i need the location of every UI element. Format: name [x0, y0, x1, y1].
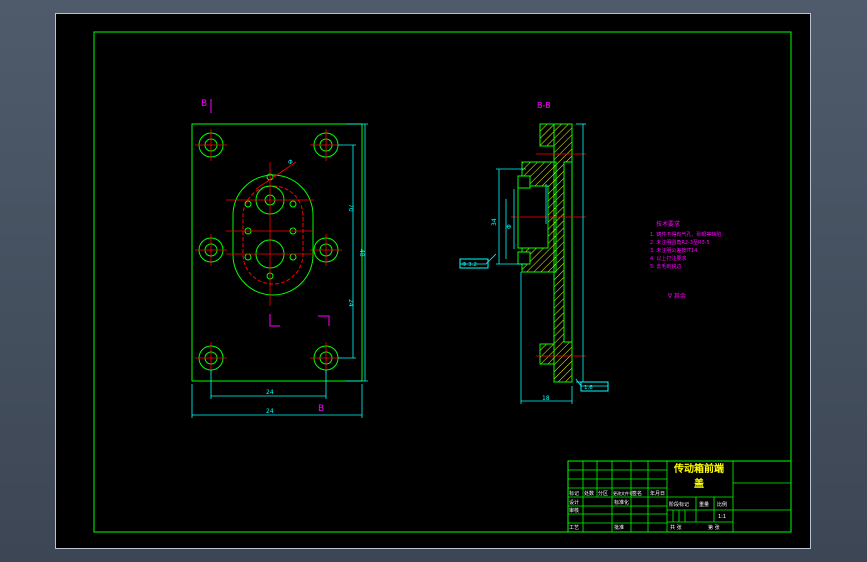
ratio-label: 比例	[717, 501, 727, 508]
tech-line-4: 4. 以上打注要求	[650, 255, 686, 262]
row-label-review: 审核	[569, 507, 579, 514]
dim-front-width: 24	[266, 389, 274, 396]
section-view[interactable]: B-B	[459, 101, 609, 404]
section-marker-bottom: B	[318, 404, 324, 414]
tech-line-1: 1. 铸件不得有气孔、砂眼等缺陷	[650, 231, 721, 238]
header-cell-mark: 标记	[569, 490, 579, 497]
leader-label: Φ	[288, 159, 293, 166]
part-name-line1: 传动箱前端	[673, 462, 724, 475]
tech-heading: 技术要求	[656, 220, 680, 228]
surface-finish-note: ∇ 其余	[667, 292, 686, 300]
dim-front-overall: 24	[266, 408, 274, 415]
stage-label: 阶段标记	[669, 501, 689, 508]
dim-front-overall-height: 48	[358, 249, 365, 257]
header-cell-docno: 更改文件号	[613, 490, 633, 496]
dim-front-height: 70	[347, 204, 354, 212]
dim-side-height: 34	[491, 218, 498, 226]
part-name-line2: 盖	[694, 477, 704, 490]
tech-line-2: 2. 未注明圆角R2-3至R3-5	[650, 239, 710, 246]
title-block[interactable]: 传动箱前端 盖 标记 处数 分区 更改文件号 签名 年月日 设计 审核 工艺 标…	[567, 460, 792, 533]
hole-centerlines	[195, 129, 342, 374]
header-cell-sign: 签名	[632, 490, 642, 497]
bolt-holes	[198, 132, 339, 371]
sheet-total: 共 张	[670, 524, 682, 531]
tolerance-label-left: Φ 3.2	[462, 262, 477, 268]
drawing-frame	[93, 31, 792, 533]
standardization-label: 标准化	[614, 499, 629, 506]
title-block-outline	[567, 460, 792, 533]
tech-line-5: 5. 去毛刺锐边	[650, 263, 681, 270]
dim-side-thickness: 18	[542, 395, 550, 402]
section-cut-markers	[210, 99, 330, 327]
row-label-process: 工艺	[569, 525, 579, 531]
tolerance-frame-left	[459, 258, 489, 269]
front-view[interactable]: Φ B B 24 24 70 48 24	[191, 99, 368, 418]
header-cell-count: 处数	[584, 490, 594, 497]
scale-value: 1:1	[718, 514, 726, 520]
section-centerlines	[511, 153, 586, 357]
tech-line-3: 3. 未注明公差按IT14	[650, 247, 697, 254]
title-block-grid	[568, 461, 791, 532]
dim-side-bore: Φ	[506, 224, 513, 229]
dim-front-partial: 24	[347, 299, 354, 307]
header-cell-date: 年月日	[650, 490, 665, 497]
approval-label: 批准	[614, 524, 624, 531]
plate-outline	[191, 123, 363, 382]
cad-drawing-canvas[interactable]: Φ B B 24 24 70 48 24	[56, 14, 812, 550]
tolerance-label-right: 1.6	[584, 385, 593, 391]
sheet-number: 第 张	[708, 524, 720, 531]
weight-label: 重量	[699, 501, 709, 508]
drawing-sheet[interactable]: Φ B B 24 24 70 48 24	[55, 13, 811, 549]
front-dimension-lines	[191, 123, 368, 418]
tolerance-frame-right	[580, 381, 609, 392]
section-view-title: B-B	[537, 101, 551, 110]
header-cell-zone: 分区	[598, 490, 608, 497]
boss-centerlines	[226, 161, 314, 306]
row-label-design: 设计	[569, 499, 579, 506]
section-marker-top: B	[201, 99, 207, 109]
obround-boss-outer	[232, 174, 314, 296]
technical-requirements[interactable]: 技术要求 1. 铸件不得有气孔、砂眼等缺陷 2. 未注明圆角R2-3至R3-5 …	[650, 220, 721, 300]
